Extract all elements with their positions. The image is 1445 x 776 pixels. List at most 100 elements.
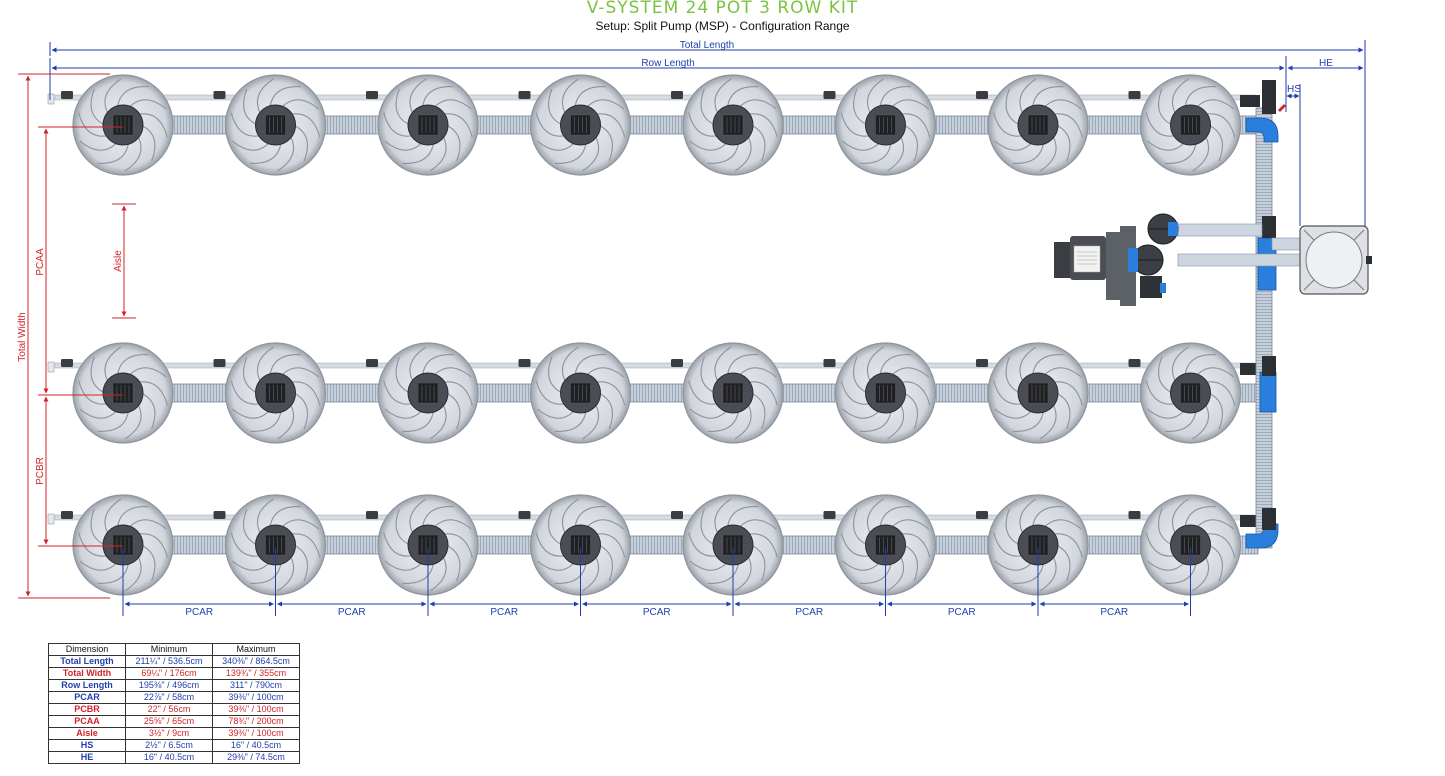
pot-vane bbox=[842, 408, 881, 419]
dimension-name: Total Width bbox=[48, 667, 126, 680]
level-sensor bbox=[213, 359, 226, 367]
row-fitting bbox=[1240, 95, 1260, 107]
diagram-title: V-SYSTEM 24 POT 3 ROW KIT bbox=[586, 0, 859, 18]
pot-vane bbox=[243, 88, 258, 126]
dimension-min: 69¼" / 176cm bbox=[125, 667, 213, 680]
pot-vane bbox=[1052, 381, 1083, 406]
pot-vane bbox=[79, 408, 118, 419]
pump-housing bbox=[1106, 226, 1136, 306]
pot-vane bbox=[1031, 86, 1064, 108]
grow-pot bbox=[1128, 74, 1242, 176]
pot-vane bbox=[383, 380, 414, 405]
pot-vane bbox=[1147, 408, 1186, 419]
pot-vane bbox=[734, 555, 752, 592]
grow-pot bbox=[61, 494, 174, 596]
pot-vane bbox=[707, 142, 740, 164]
grow-pot bbox=[518, 74, 632, 176]
pot-vane bbox=[90, 88, 106, 126]
pump-outlet bbox=[1140, 276, 1162, 298]
pot-vane bbox=[738, 367, 777, 378]
pot-vane bbox=[734, 403, 752, 440]
dim-row-length: Row Length bbox=[49, 56, 1287, 112]
level-sensor bbox=[213, 91, 226, 99]
dimension-max: 78¾" / 200cm bbox=[212, 715, 300, 728]
pot-vane bbox=[867, 78, 884, 115]
level-sensor bbox=[976, 511, 988, 519]
pot-vane bbox=[402, 562, 435, 584]
pot-vane bbox=[384, 140, 423, 151]
level-sensor bbox=[671, 91, 683, 99]
pot-vane bbox=[269, 86, 301, 108]
pot-vane bbox=[429, 135, 447, 172]
pot-vane bbox=[250, 410, 282, 432]
pot-vane bbox=[555, 410, 587, 432]
pot-vane bbox=[421, 506, 454, 528]
pot-vane bbox=[137, 381, 168, 406]
pot-vane bbox=[128, 367, 167, 378]
drain-grille bbox=[1180, 382, 1201, 404]
row-fitting bbox=[1240, 363, 1260, 375]
pot-vane bbox=[903, 392, 918, 430]
grow-pot bbox=[1128, 342, 1242, 444]
pot-vane bbox=[1055, 544, 1071, 582]
pot-vane bbox=[124, 403, 142, 440]
pot-vane bbox=[750, 124, 766, 162]
pot-vane bbox=[445, 124, 461, 162]
pot-vane bbox=[1158, 88, 1173, 126]
pot-vane bbox=[250, 562, 282, 584]
pcar-label: PCAR bbox=[490, 607, 518, 618]
pot-vane bbox=[1165, 410, 1197, 432]
fitting-bottom bbox=[1262, 508, 1276, 530]
pot-vane bbox=[402, 142, 435, 164]
grow-pot bbox=[366, 74, 479, 176]
pot-vane bbox=[1184, 86, 1216, 108]
pot-vane bbox=[700, 88, 716, 126]
pot-vane bbox=[383, 112, 414, 137]
level-sensor bbox=[1128, 511, 1141, 519]
pot-vane bbox=[409, 498, 427, 535]
pot-vane bbox=[594, 381, 626, 406]
pot-vane bbox=[537, 140, 576, 151]
pot-vane bbox=[230, 380, 262, 405]
pot-vane bbox=[104, 78, 122, 115]
pot-vane bbox=[230, 112, 262, 137]
pot-vane bbox=[1005, 88, 1021, 126]
level-sensor bbox=[518, 91, 531, 99]
pot-vane bbox=[887, 403, 904, 440]
dim-pcaa: PCAA bbox=[35, 126, 123, 396]
grow-pot bbox=[518, 342, 632, 444]
level-sensor bbox=[61, 91, 73, 99]
pot-vane bbox=[1147, 140, 1186, 151]
pot-vane bbox=[853, 508, 868, 546]
pot-vane bbox=[433, 519, 472, 530]
pot-vane bbox=[1195, 99, 1234, 110]
pot-vane bbox=[726, 86, 759, 108]
level-sensor bbox=[366, 359, 378, 367]
pot-vane bbox=[421, 86, 454, 108]
pot-vane bbox=[1158, 356, 1173, 394]
pot-vane bbox=[689, 408, 728, 419]
pot-vane bbox=[860, 562, 892, 584]
pot-vane bbox=[137, 113, 168, 138]
pot-vane bbox=[395, 88, 411, 126]
pot-vane bbox=[903, 544, 918, 582]
pot-vane bbox=[598, 544, 613, 582]
he-label: HE bbox=[1319, 58, 1333, 69]
dimension-min: 16" / 40.5cm bbox=[125, 751, 213, 764]
level-sensor bbox=[976, 91, 988, 99]
pot-vane bbox=[594, 533, 626, 558]
pot-vane bbox=[585, 99, 624, 110]
dimension-name: PCBR bbox=[48, 703, 126, 716]
pot-vane bbox=[689, 560, 728, 571]
split-pump-assembly bbox=[1054, 213, 1179, 306]
pot-vane bbox=[879, 354, 911, 376]
pot-vane bbox=[429, 403, 447, 440]
pot-vane bbox=[90, 508, 106, 546]
pot-vane bbox=[994, 408, 1033, 419]
dimension-max: 39⅜" / 100cm bbox=[212, 691, 300, 704]
drain-grille bbox=[112, 114, 134, 136]
pot-vane bbox=[548, 356, 563, 394]
level-sensor bbox=[518, 359, 531, 367]
pot-vane bbox=[585, 519, 624, 530]
pot-vane bbox=[402, 410, 435, 432]
